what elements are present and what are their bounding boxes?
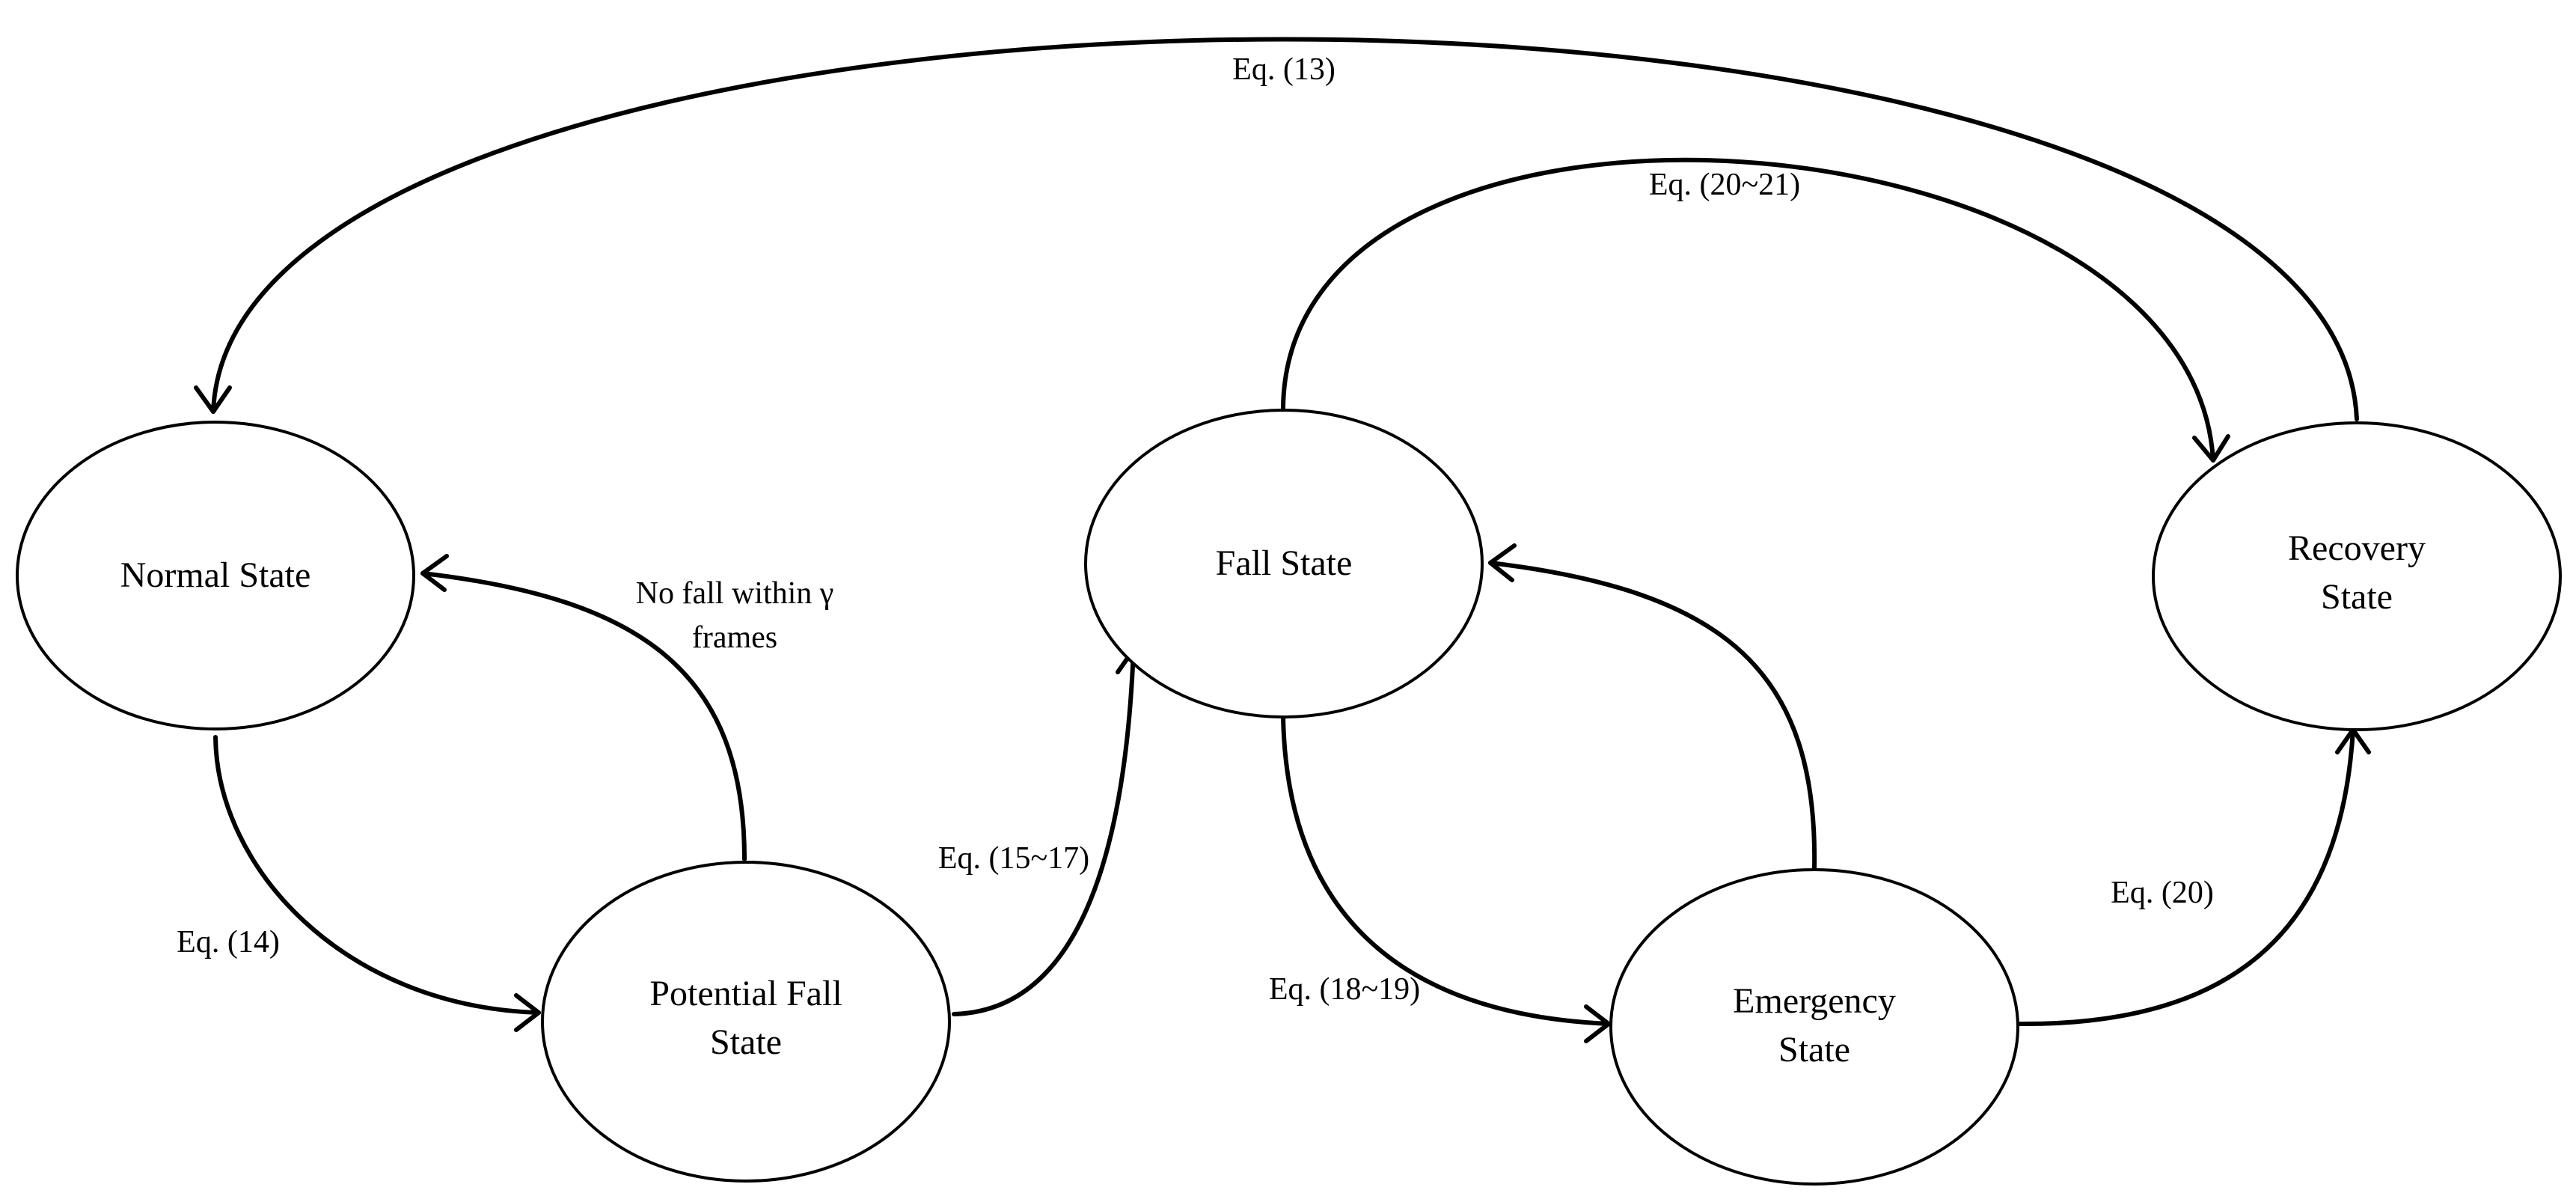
edge-label-potential-to-normal-line2: frames xyxy=(692,620,777,655)
state-recovery: Recovery State xyxy=(2152,421,2562,731)
state-emergency-label-line2: State xyxy=(1778,1030,1850,1070)
state-normal: Normal State xyxy=(16,421,415,730)
edge-label-fall-to-recovery: Eq. (20~21) xyxy=(1649,168,1800,202)
edge-label-fall-to-emergency: Eq. (18~19) xyxy=(1269,972,1420,1007)
state-potential-fall: Potential Fall State xyxy=(541,861,951,1183)
state-potential-fall-label-line2: State xyxy=(710,1022,782,1062)
state-fall: Fall State xyxy=(1084,409,1484,718)
edge-emergency-to-fall xyxy=(1488,543,1817,872)
edge-normal-to-potential xyxy=(213,735,541,1032)
edge-label-potential-to-normal-line1: No fall within γ xyxy=(636,576,834,611)
state-emergency-label-line1: Emergency xyxy=(1733,981,1896,1021)
edge-label-normal-to-potential: Eq. (14) xyxy=(177,925,280,959)
edge-recovery-to-normal xyxy=(194,37,2359,421)
edge-potential-to-normal xyxy=(420,554,747,861)
state-emergency: Emergency State xyxy=(1609,868,2019,1186)
edge-fall-to-emergency xyxy=(1281,715,1611,1043)
edge-potential-to-fall xyxy=(952,647,1151,1016)
edge-label-emergency-to-recovery: Eq. (20) xyxy=(2111,876,2214,910)
edge-label-recovery-to-normal: Eq. (13) xyxy=(1232,52,1336,87)
edge-fall-to-recovery xyxy=(1281,157,2230,463)
state-fall-label: Fall State xyxy=(1216,543,1353,583)
state-recovery-label-line2: State xyxy=(2321,577,2393,617)
state-potential-fall-label-line1: Potential Fall xyxy=(649,974,842,1013)
edge-label-potential-to-fall: Eq. (15~17) xyxy=(938,841,1089,876)
state-normal-label: Normal State xyxy=(120,555,311,595)
state-recovery-label-line1: Recovery xyxy=(2288,528,2426,568)
